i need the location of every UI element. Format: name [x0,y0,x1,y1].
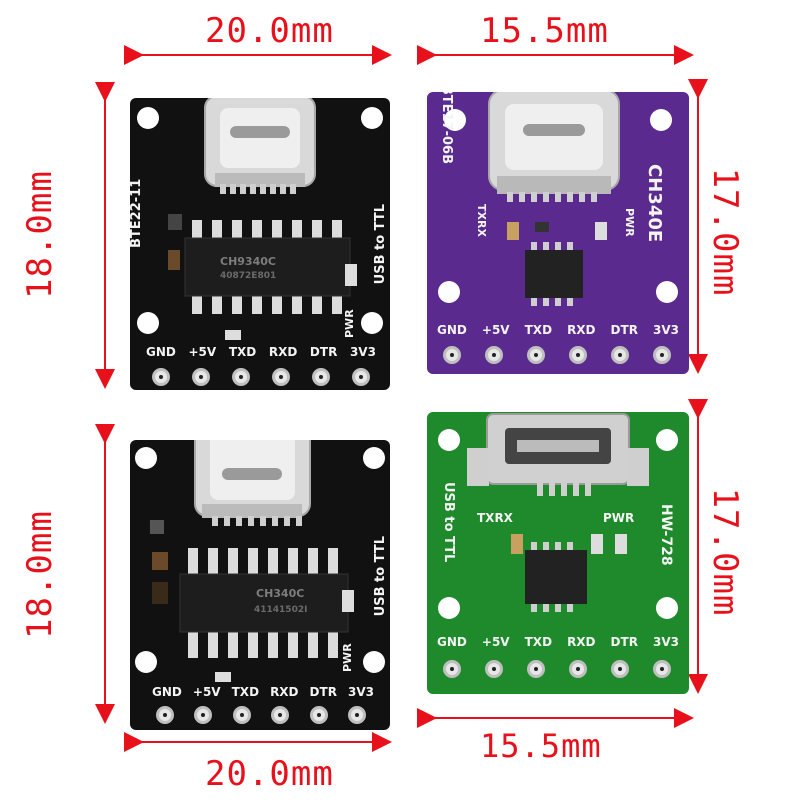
pin-label: GND [152,685,182,699]
pin-hole [352,368,370,386]
pin-label: DTR [610,323,638,337]
pin-hole [443,346,461,364]
pin-label: GND [437,635,467,649]
pin-label: GND [146,345,176,359]
pin-hole [192,368,210,386]
pin-label: TXD [228,345,257,359]
pin-hole [443,660,461,678]
dim-label-right-bottom: 17.0mm [705,487,745,617]
pin-hole [309,706,328,724]
pin-hole [527,346,545,364]
pwr-label: PWR [623,208,636,237]
pwr-label: PWR [603,511,635,525]
pin-hole [152,368,170,386]
pin-header [156,706,366,724]
dim-label-bottom-left: 20.0mm [205,754,334,794]
txrx-label: TXRX [475,204,488,237]
dim-label-top-right: 15.5mm [480,11,609,51]
board-black-top: BTE22-11 CH9340C 40872E801 USB to TTL PW… [130,98,390,390]
dim-label-right-top: 17.0mm [705,167,745,297]
usb-to-ttl-label: USB to TTL [373,536,388,617]
pin-label: DTR [309,345,338,359]
dim-label-bottom-right: 15.5mm [480,727,602,765]
dim-label-left-bottom: 18.0mm [20,510,60,639]
pwr-label: PWR [341,643,354,672]
pin-hole [527,660,545,678]
board-purple: BTE17-06B CH340E TXRX PWR GND +5V TXD RX… [427,92,689,374]
chip-label: CH340E [644,164,665,243]
pin-hole [611,660,629,678]
pin-label: +5V [481,323,510,337]
chip-sublabel: 41141502I [254,605,308,615]
pin-hole [194,706,213,724]
pin-labels: GND +5V TXD RXD DTR 3V3 [437,324,679,336]
pin-label: +5V [481,635,510,649]
pin-label: TXD [231,685,260,699]
pin-labels: GND +5V TXD RXD DTR 3V3 [152,686,374,698]
usb-to-ttl-label: USB to TTL [441,482,456,563]
pin-label: GND [437,323,467,337]
model-label: BTE22-11 [130,178,144,248]
pin-labels: GND +5V TXD RXD DTR 3V3 [437,636,679,648]
pin-hole [232,706,251,724]
pin-hole [653,346,671,364]
pin-hole [569,346,587,364]
model-label: HW-728 [658,504,674,566]
pin-header [152,368,370,386]
pin-hole [347,706,366,724]
pin-label: RXD [567,635,596,649]
pin-hole [272,368,290,386]
pin-label: TXD [524,323,553,337]
pin-label: DTR [309,685,337,699]
dim-label-top-left: 20.0mm [205,11,334,51]
chip-label: CH9340C [220,255,276,268]
pin-hole [271,706,290,724]
pin-hole [653,660,671,678]
pin-label: 3V3 [652,635,679,649]
dim-label-left-top: 18.0mm [20,170,60,299]
pin-label: RXD [567,323,596,337]
pin-label: 3V3 [652,323,679,337]
pin-label: 3V3 [349,345,376,359]
chip-sublabel: 40872E801 [220,271,277,281]
pin-hole [312,368,330,386]
pin-label: +5V [192,685,221,699]
pin-hole [232,368,250,386]
pin-label: +5V [188,345,217,359]
board-black-bottom: CH340C 41141502I USB to TTL PWR GND +5V … [130,440,390,730]
pin-label: 3V3 [347,685,374,699]
pin-hole [611,346,629,364]
pin-header [443,346,671,364]
pin-hole [485,660,503,678]
pin-label: RXD [268,345,298,359]
model-label: BTE17-06B [439,92,454,164]
pin-hole [485,346,503,364]
board-green: USB to TTL HW-728 TXRX PWR GND +5V TXD R… [427,412,689,694]
pin-label: DTR [610,635,638,649]
pin-label: RXD [270,685,299,699]
pin-header [443,660,671,678]
usb-to-ttl-label: USB to TTL [373,204,388,285]
txrx-label: TXRX [477,511,513,525]
pin-label: TXD [524,635,553,649]
pin-labels: GND +5V TXD RXD DTR 3V3 [146,346,376,358]
pin-hole [156,706,174,724]
chip-label: CH340C [256,587,305,600]
pin-hole [569,660,587,678]
pwr-label: PWR [343,309,356,338]
